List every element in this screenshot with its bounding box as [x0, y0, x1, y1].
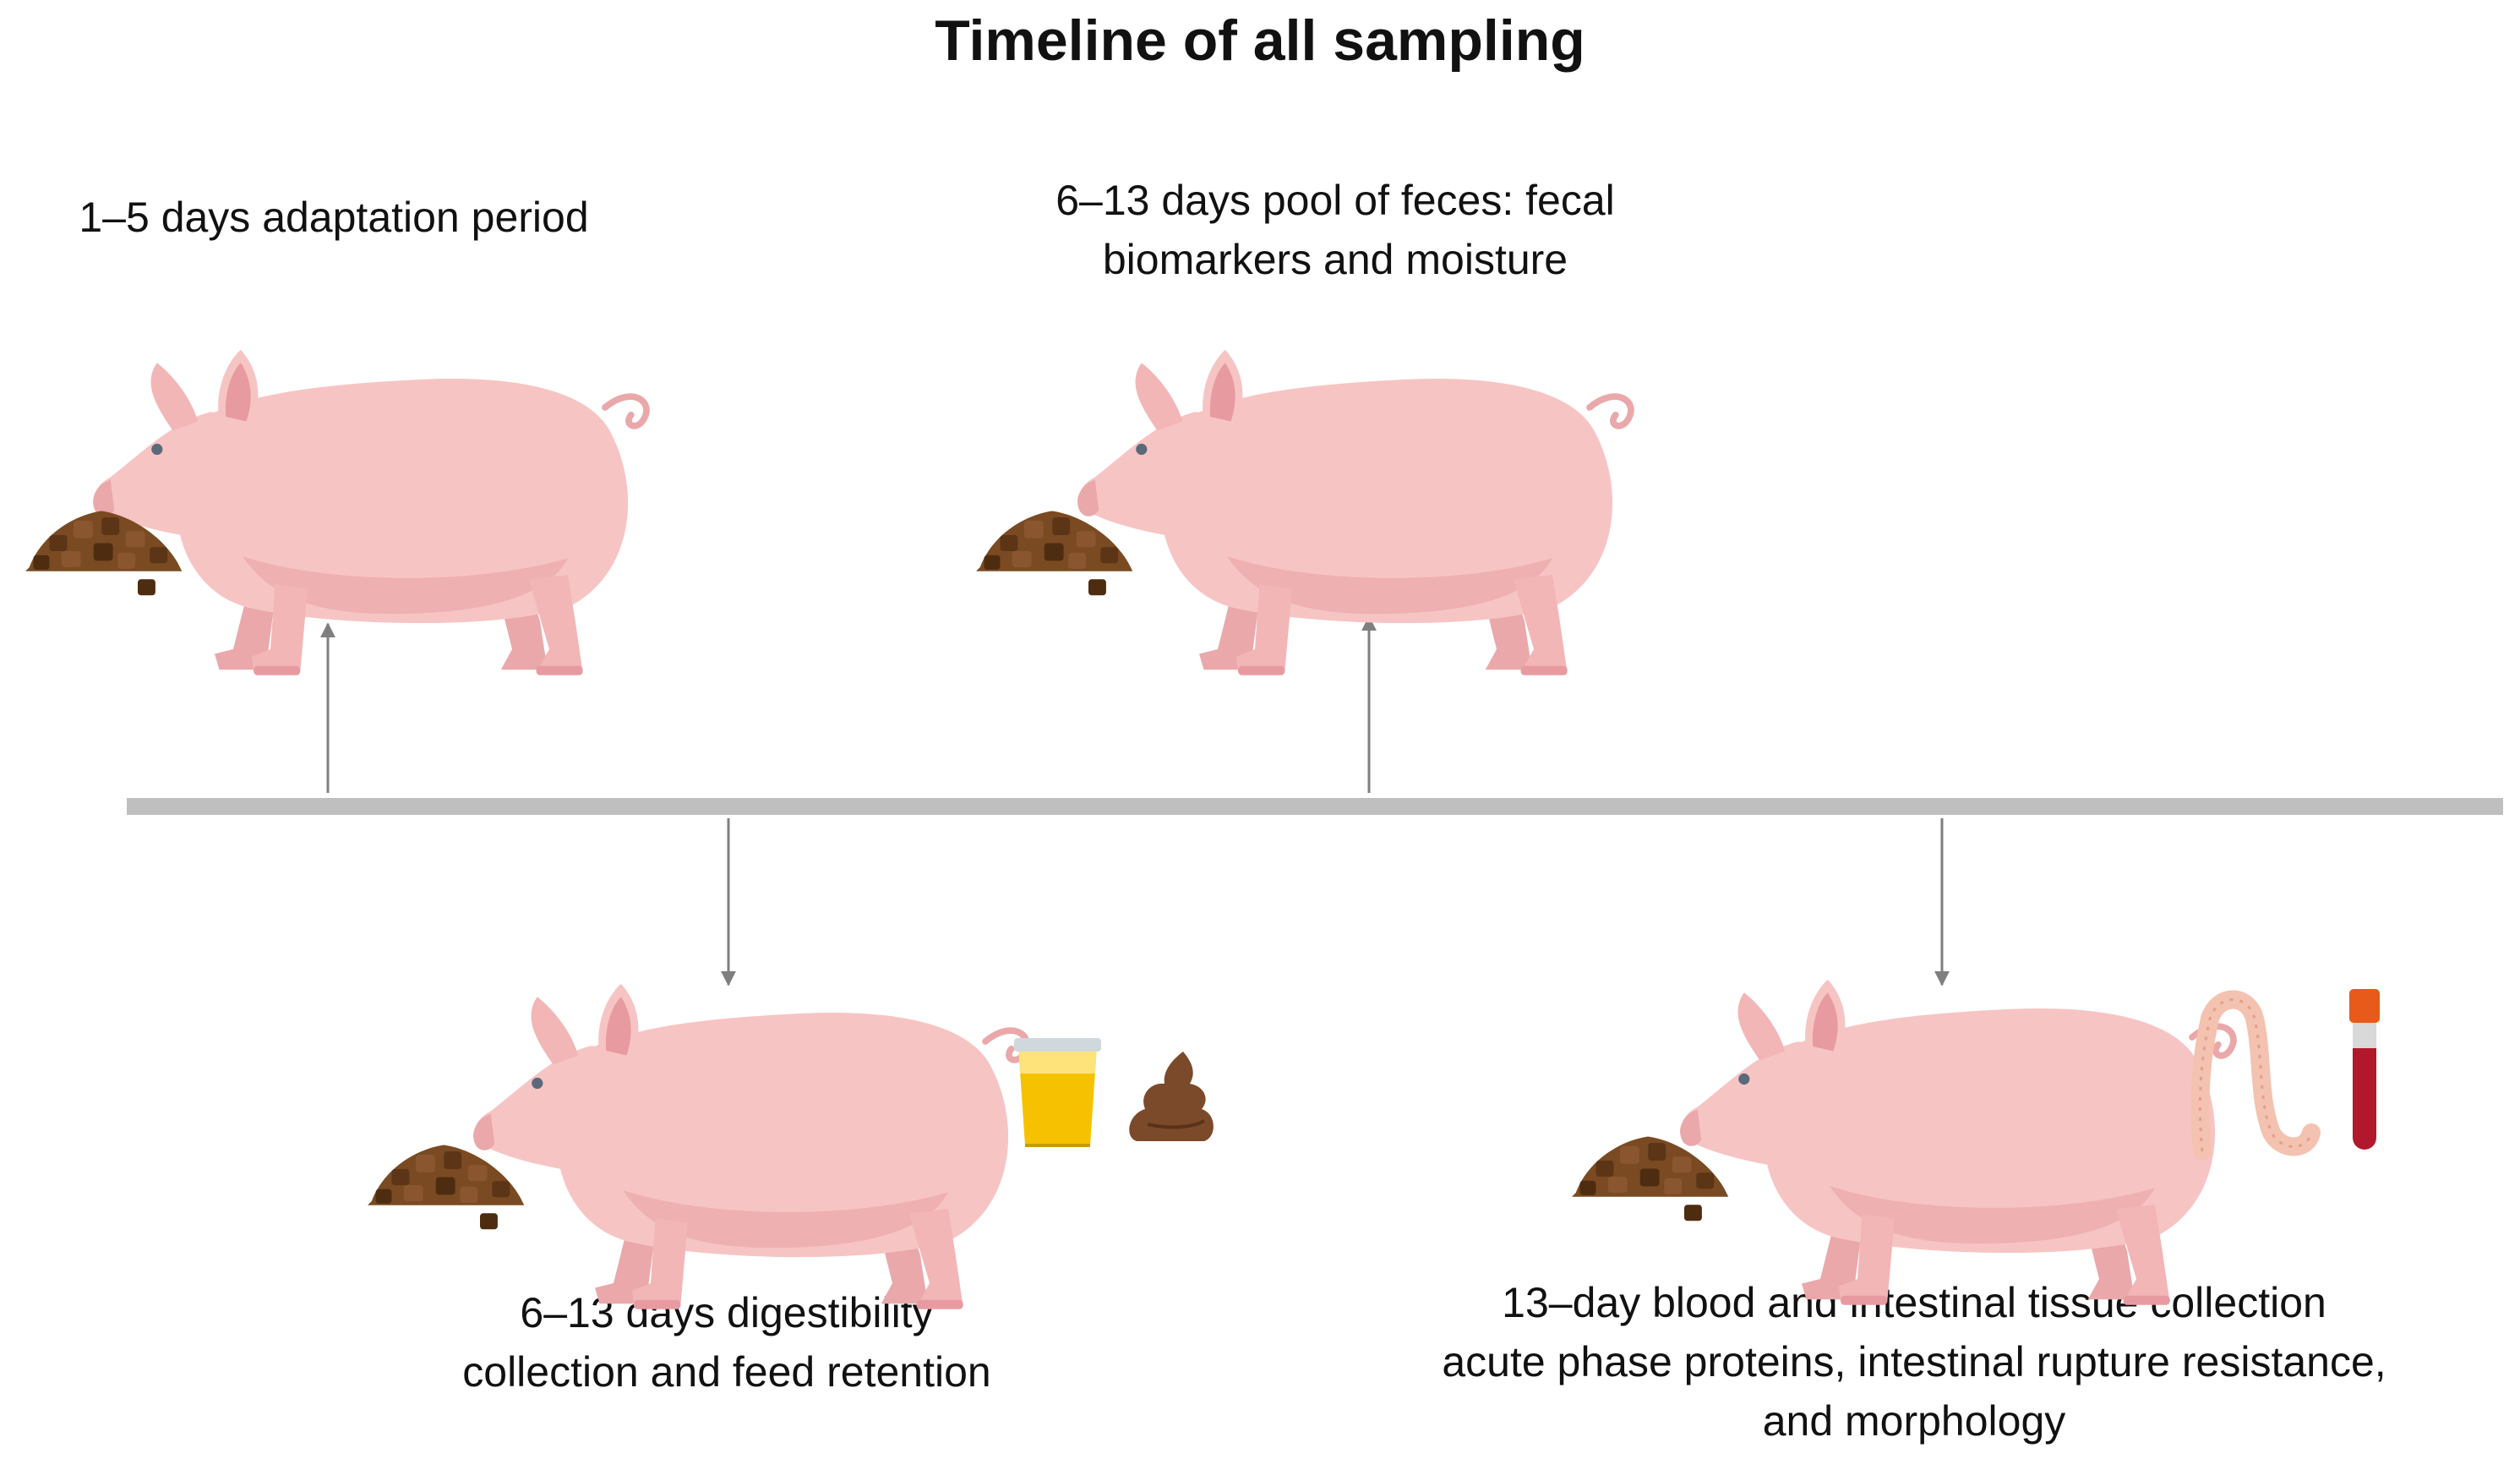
label-pool-of-feces-line-2: biomarkers and moisture	[1102, 236, 1568, 283]
label-pool-of-feces-line-1: 6–13 days pool of feces: fecal	[1055, 177, 1615, 224]
diagram-title: Timeline of all sampling	[935, 8, 1585, 73]
feces-icon	[1129, 1052, 1214, 1141]
pig-icon	[93, 350, 646, 675]
feed-pellets-icon	[368, 1145, 525, 1230]
label-digestibility-line-1: 6–13 days digestibility	[520, 1289, 934, 1336]
label-adaptation-line-1: 1–5 days adaptation period	[79, 194, 589, 241]
urine-cup-icon	[1014, 1038, 1101, 1147]
label-blood-tissue-line-3: and morphology	[1762, 1397, 2066, 1445]
label-digestibility: 6–13 days digestibility collection and f…	[355, 1283, 1099, 1402]
intestine-icon	[2190, 990, 2321, 1161]
label-blood-tissue-collection: 13–day blood and intestinal tissue colle…	[1352, 1273, 2476, 1451]
timeline-bar	[127, 798, 2503, 815]
label-blood-tissue-line-1: 13–day blood and intestinal tissue colle…	[1502, 1279, 2326, 1326]
pig-icon	[473, 984, 1027, 1309]
feed-pellets-icon	[1572, 1136, 1729, 1221]
pig-icon	[1680, 980, 2234, 1305]
label-adaptation: 1–5 days adaptation period	[34, 188, 634, 247]
blood-tube-icon	[2349, 989, 2380, 1150]
label-digestibility-line-2: collection and feed retention	[462, 1348, 991, 1396]
label-pool-of-feces: 6–13 days pool of feces: fecal biomarker…	[887, 171, 1783, 289]
label-blood-tissue-line-2: acute phase proteins, intestinal rupture…	[1442, 1338, 2386, 1385]
feed-pellets-icon	[976, 511, 1133, 596]
pig-icon	[1077, 350, 1631, 675]
